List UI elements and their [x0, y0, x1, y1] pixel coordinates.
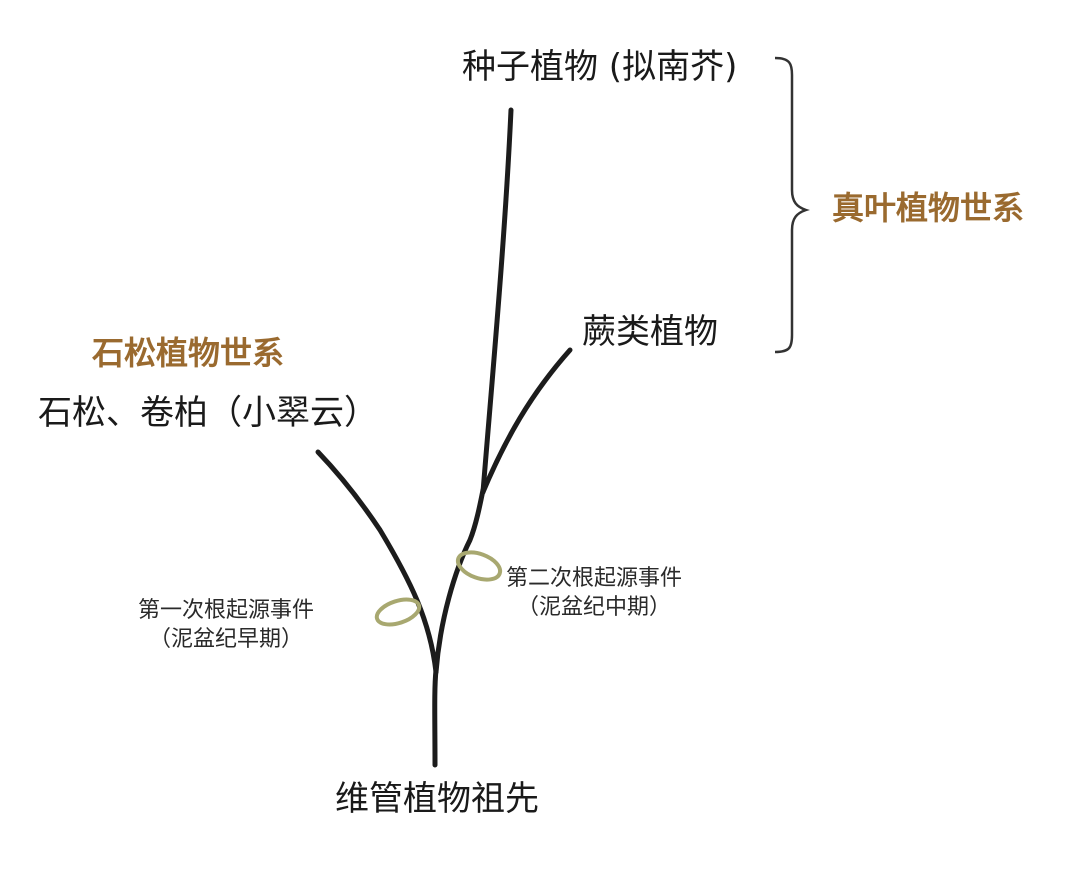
- lycophyte-branch: [315, 449, 439, 675]
- fern-branch: [480, 347, 573, 495]
- first-event-title: 第一次根起源事件: [138, 598, 315, 623]
- trunk-branch: [432, 667, 439, 768]
- euphyllophyte-lineage-label: 真叶植物世系: [832, 189, 1025, 227]
- first-root-origin-ring: [374, 597, 422, 627]
- first-event-period: （泥盆纪早期）: [149, 626, 304, 652]
- second-root-origin-event: 第二次根起源事件 （泥盆纪中期）: [506, 565, 682, 622]
- second-event-title: 第二次根起源事件: [506, 566, 683, 591]
- seed-plant-branch: [480, 107, 514, 495]
- lycophyte-lineage-label: 石松植物世系: [92, 334, 285, 372]
- second-event-period: （泥盆纪中期）: [517, 594, 672, 620]
- vascular-plant-ancestor-label: 维管植物祖先: [335, 779, 539, 819]
- euphyllophyte-branch: [433, 487, 486, 675]
- lycophytes-tip-label: 石松、卷柏（小翠云）: [38, 393, 378, 433]
- first-root-origin-event: 第一次根起源事件 （泥盆纪早期）: [138, 597, 314, 654]
- second-root-origin-ring: [455, 550, 503, 582]
- ferns-label: 蕨类植物: [582, 312, 718, 352]
- seed-plants-label: 种子植物 (拟南芥): [462, 47, 738, 87]
- euphyllophyte-brace: [774, 56, 810, 354]
